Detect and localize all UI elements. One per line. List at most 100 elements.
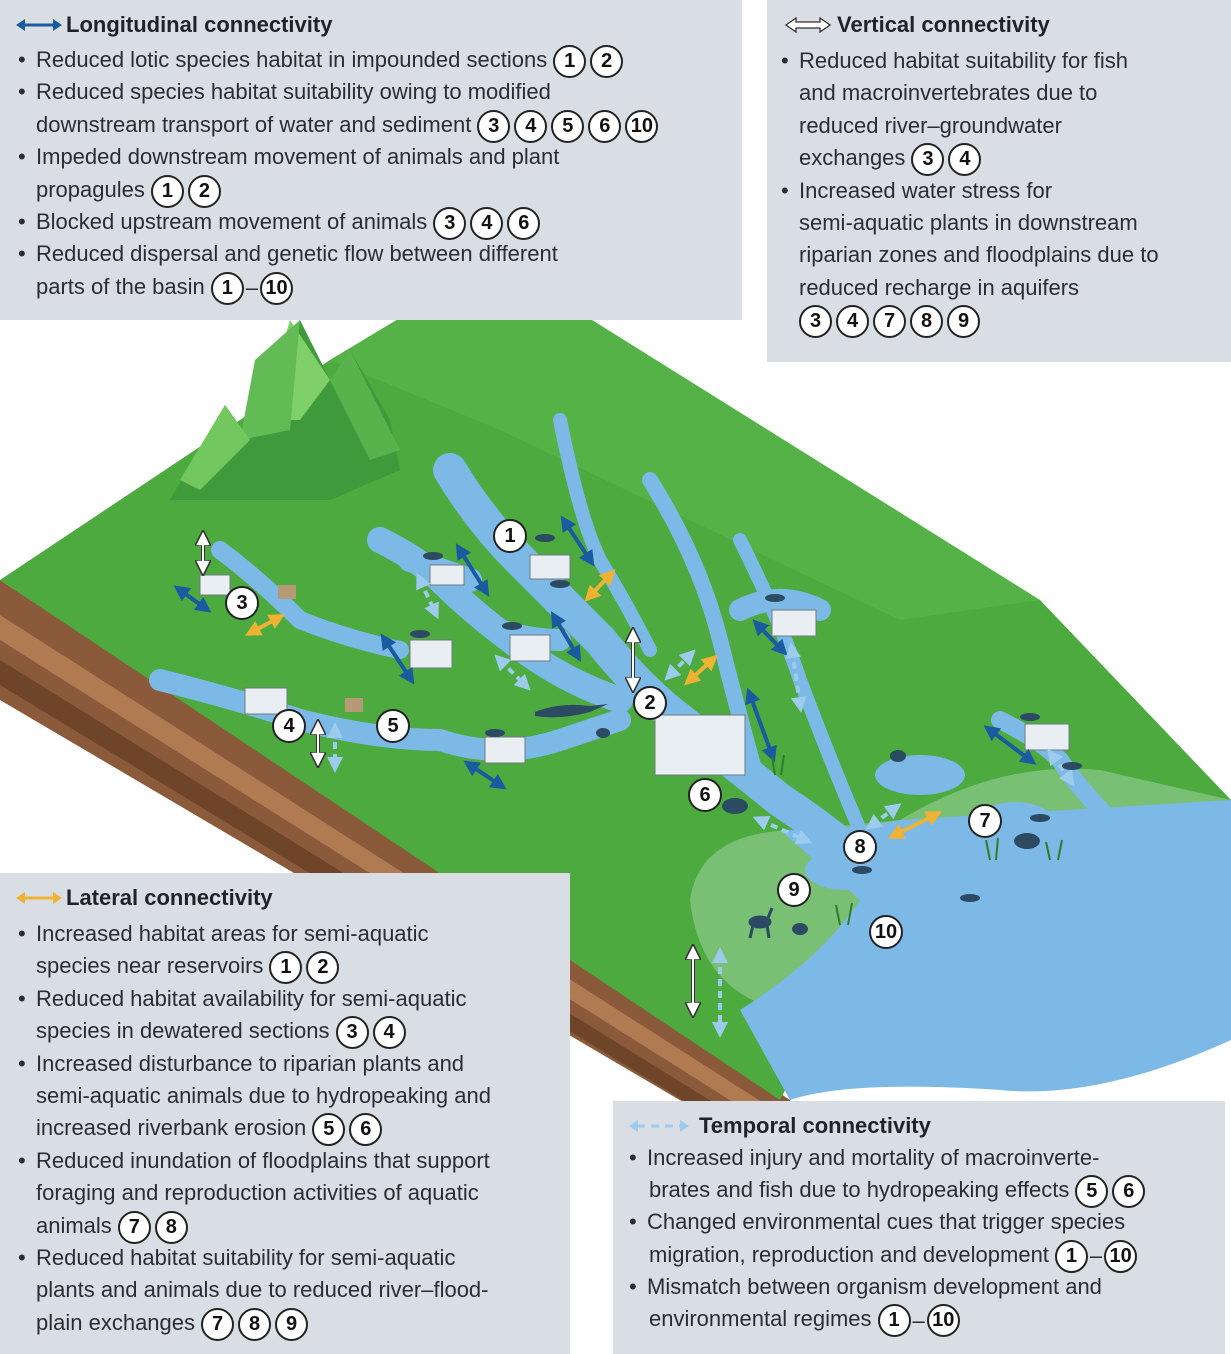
reference-number: 5 (312, 1113, 346, 1147)
lateral-text-line: •Reduced habitat availability for semi-a… (18, 985, 467, 1011)
reference-number: 6 (588, 109, 622, 143)
temporal-arrows (327, 572, 1075, 1038)
frog-icon (792, 923, 808, 935)
lateral-text-line: •Reduced inundation of floodplains that … (18, 1147, 490, 1173)
map-label-9: 9 (777, 873, 811, 907)
reference-number: 10 (625, 109, 659, 143)
lateral-text-line: plants and animals due to reduced river–… (36, 1277, 489, 1303)
longitudinal-text-line: •Reduced species habitat suitability owi… (18, 79, 551, 105)
frog-icon (596, 728, 610, 738)
vertical-text-line: reduced river–groundwater (799, 112, 1062, 138)
reeds-icon (771, 754, 1063, 926)
reference-number: 7 (117, 1210, 151, 1244)
map-label-8: 8 (843, 830, 877, 864)
map-label-7: 7 (968, 804, 1002, 838)
lateral-text-line: •Reduced habitat suitability for semi-aq… (18, 1245, 456, 1270)
reference-number: 4 (836, 305, 869, 339)
reference-number: 3 (433, 207, 467, 241)
double-arrow-white-icon (785, 17, 831, 33)
map-label-1: 1 (493, 519, 527, 553)
vertical-text-line: riparian zones and floodplains due to (799, 242, 1159, 268)
reference-number: 8 (910, 305, 943, 339)
vertical-text-line: reduced recharge in aquifers (799, 274, 1080, 300)
temporal-text-line: •Increased injury and mortality of macro… (629, 1145, 1100, 1170)
map-label-5: 5 (376, 709, 410, 743)
reference-number: 3 (335, 1016, 369, 1050)
map-label-2: 2 (633, 686, 667, 720)
reference-number: 6 (507, 207, 541, 241)
vertical-text-line: •Reduced habitat suitability for fish (781, 48, 1128, 73)
double-arrow-dark-blue-icon (16, 19, 62, 31)
lateral-title: Lateral connectivity (66, 885, 273, 910)
reference-number: 1 (269, 951, 303, 985)
reference-number: 8 (238, 1307, 272, 1341)
reference-number: 7 (201, 1307, 235, 1341)
vertical-text-line: semi-aquatic plants in downstream (799, 210, 1138, 235)
turtle-icon (1014, 833, 1040, 849)
reference-number: 3 (799, 305, 832, 339)
reference-number: 7 (873, 305, 906, 339)
mountains (170, 320, 400, 500)
fish-icons (410, 534, 1082, 902)
turtle-icon (722, 798, 748, 814)
reference-number: 1 (877, 1304, 911, 1338)
reference-number: 1 (1054, 1239, 1088, 1273)
temporal-text-line: •Mismatch between organism development a… (629, 1273, 1102, 1299)
temporal-panel: Temporal connectivity •Increased injury … (613, 1101, 1225, 1354)
reference-number: 5 (551, 109, 585, 143)
lateral-text-line: •Increased habitat areas for semi-aquati… (18, 921, 429, 946)
dashed-double-arrow-light-blue-icon (629, 1120, 689, 1132)
map-label-6: 6 (688, 778, 722, 812)
map-label-3: 3 (225, 586, 259, 620)
reference-number: 8 (154, 1210, 188, 1244)
lateral-text-line: semi-aquatic animals due to hydropeaking… (36, 1083, 491, 1108)
longitudinal-title: Longitudinal connectivity (66, 12, 333, 37)
temporal-title: Temporal connectivity (699, 1113, 931, 1138)
lateral-text-line: •Increased disturbance to riparian plant… (18, 1050, 465, 1076)
reference-number: 1 (150, 174, 184, 208)
reference-number: 10 (926, 1304, 960, 1338)
reference-number: 10 (1104, 1239, 1138, 1273)
power-house (345, 698, 363, 712)
reference-number: 6 (349, 1113, 383, 1147)
temporal-text-line: brates and fish due to hydropeaking effe… (649, 1174, 1149, 1209)
vertical-text-line: •Increased water stress for (781, 177, 1053, 203)
vertical-text-line: and macroinvertebrates due to (799, 80, 1098, 106)
lateral-text-line: foraging and reproduction activities of … (36, 1180, 479, 1206)
double-arrow-yellow-icon (16, 892, 62, 904)
reference-number: 10 (260, 271, 294, 305)
power-house (278, 585, 296, 599)
longitudinal-panel: Longitudinal connectivity •Reduced lotic… (0, 0, 742, 320)
vertical-title: Vertical connectivity (837, 12, 1050, 37)
lateral-panel: Lateral connectivity •Increased habitat … (0, 873, 570, 1354)
reference-number: 4 (372, 1016, 406, 1050)
reference-number: 1 (553, 45, 587, 79)
reference-number: 4 (948, 143, 982, 177)
longitudinal-text-line: downstream transport of water and sedime… (36, 109, 662, 143)
longitudinal-arrows (173, 515, 1037, 790)
reference-number: 6 (1112, 1175, 1146, 1209)
reference-number: 1 (210, 271, 244, 305)
deer-icon (748, 907, 774, 939)
reference-number: 3 (911, 143, 945, 177)
reference-number: 2 (590, 45, 624, 79)
pond (875, 755, 965, 795)
longitudinal-text-line: •Impeded downstream movement of animals … (18, 144, 560, 170)
reference-number: 4 (470, 207, 504, 241)
reference-number: 2 (306, 951, 340, 985)
reference-number: 2 (187, 174, 221, 208)
longitudinal-text-line: •Reduced lotic species habitat in impoun… (18, 44, 627, 79)
crocodile-icon (535, 704, 608, 718)
frog-icon (890, 750, 906, 762)
reference-number: 5 (1075, 1175, 1109, 1209)
